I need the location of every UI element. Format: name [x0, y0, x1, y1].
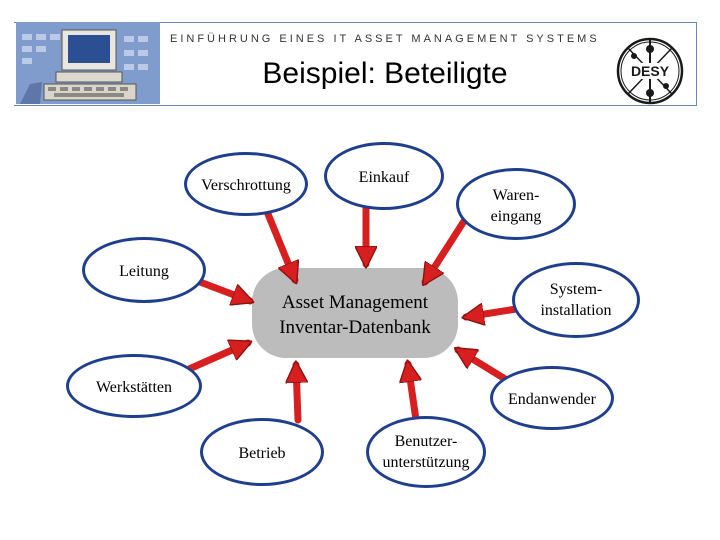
node-systeminstallation-line-1: System- [550, 281, 602, 298]
node-leitung-label: Leitung [119, 263, 169, 280]
node-wareneingang-line-2: eingang [491, 208, 542, 225]
node-wareneingang-line-1: Waren- [493, 187, 540, 204]
node-endanwender: Endanwender [490, 366, 614, 430]
node-betrieb: Betrieb [200, 418, 324, 486]
arrow-endanwender [458, 350, 510, 382]
node-werkstaetten-label: Werkstätten [96, 379, 172, 396]
node-leitung: Leitung [82, 237, 206, 303]
arrow-benutzerunterstuetzung [408, 364, 416, 420]
node-endanwender-label: Endanwender [508, 391, 597, 408]
node-einkauf-label: Einkauf [359, 169, 410, 186]
node-einkauf: Einkauf [324, 142, 444, 210]
center-line-1: Asset Management [282, 292, 429, 313]
node-systeminstallation-line-2: installation [540, 302, 611, 319]
node-verschrottung: Verschrottung [184, 152, 308, 216]
arrow-wareneingang [425, 218, 466, 282]
arrow-systeminstallation [466, 309, 516, 317]
arrow-leitung [200, 282, 250, 301]
center-line-2: Inventar-Datenbank [279, 317, 431, 338]
node-benutzerunterstuetzung: Benutzer- unterstützung [366, 416, 486, 488]
node-benutzerunterstuetzung-line-2: unterstützung [382, 454, 469, 471]
node-betrieb-label: Betrieb [238, 445, 285, 462]
arrow-betrieb [296, 365, 298, 420]
node-verschrottung-label: Verschrottung [201, 177, 291, 194]
node-benutzerunterstuetzung-line-1: Benutzer- [395, 433, 458, 450]
node-werkstaetten: Werkstätten [66, 354, 202, 418]
node-systeminstallation: System- installation [512, 262, 640, 338]
node-wareneingang: Waren- eingang [456, 168, 576, 240]
